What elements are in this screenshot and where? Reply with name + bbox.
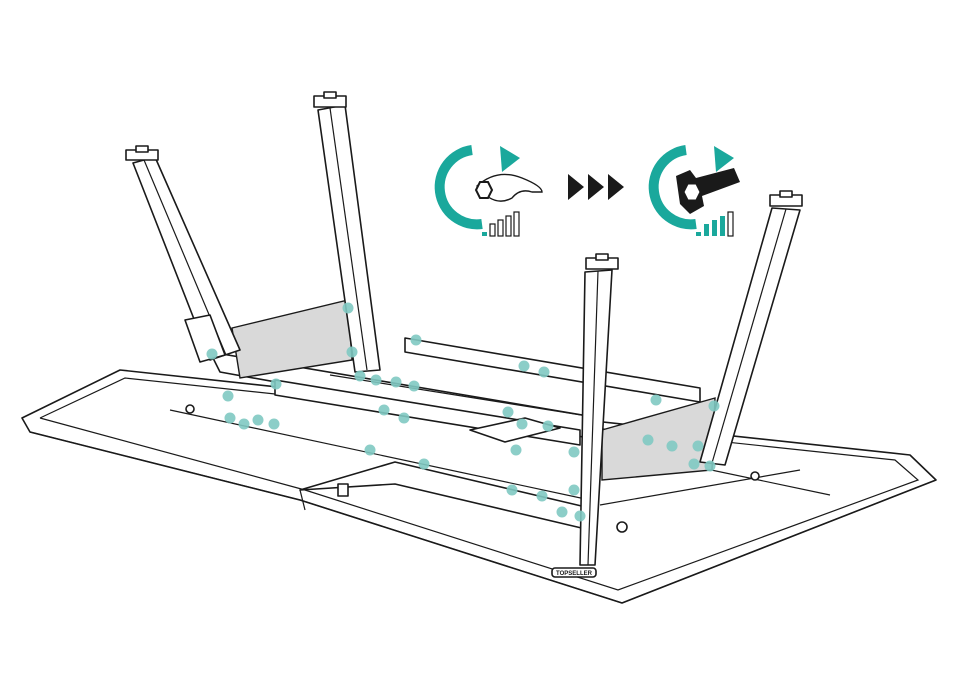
torque-level-low (482, 211, 520, 237)
screw-marker (224, 412, 236, 424)
screw-marker (222, 390, 234, 402)
screw-marker (568, 484, 580, 496)
screw-marker (516, 418, 528, 430)
screw-markers (206, 302, 720, 522)
frame-beams (169, 337, 831, 533)
leg-back-left (125, 145, 241, 363)
screw-marker (556, 506, 568, 518)
leg-front-right (699, 190, 803, 466)
screw-marker (390, 376, 402, 388)
screw-marker (408, 380, 420, 392)
screw-marker (410, 334, 422, 346)
screw-marker (568, 446, 580, 458)
leg-back-right (313, 91, 381, 373)
screw-marker (252, 414, 264, 426)
screw-marker (518, 360, 530, 372)
screw-marker (666, 440, 678, 452)
screw-marker (206, 348, 218, 360)
screw-marker (370, 374, 382, 386)
screw-marker (268, 418, 280, 430)
torque-level-high (696, 211, 734, 237)
wrench-tighten-icon (648, 145, 740, 237)
screw-marker (538, 366, 550, 378)
screw-marker (536, 490, 548, 502)
brand-plate: TOPSELLER (551, 567, 597, 578)
screw-marker (398, 412, 410, 424)
screw-marker (502, 406, 514, 418)
screw-marker (704, 460, 716, 472)
screw-marker (542, 420, 554, 432)
screw-marker (346, 346, 358, 358)
screw-marker (574, 510, 586, 522)
screw-marker (378, 404, 390, 416)
screw-marker (354, 370, 366, 382)
screw-marker (688, 458, 700, 470)
screw-marker (270, 378, 282, 390)
screw-marker (650, 394, 662, 406)
screw-marker (342, 302, 354, 314)
screw-marker (364, 444, 376, 456)
leg-front-left (579, 253, 619, 566)
side-panels (231, 299, 716, 481)
hand-tighten-icon (434, 145, 543, 237)
brand-label: TOPSELLER (556, 571, 593, 577)
triple-arrow-icon (568, 174, 624, 200)
screw-marker (708, 400, 720, 412)
screw-marker (238, 418, 250, 430)
screw-marker (506, 484, 518, 496)
screw-marker (510, 444, 522, 456)
screw-marker (642, 434, 654, 446)
screw-marker (418, 458, 430, 470)
screw-marker (692, 440, 704, 452)
